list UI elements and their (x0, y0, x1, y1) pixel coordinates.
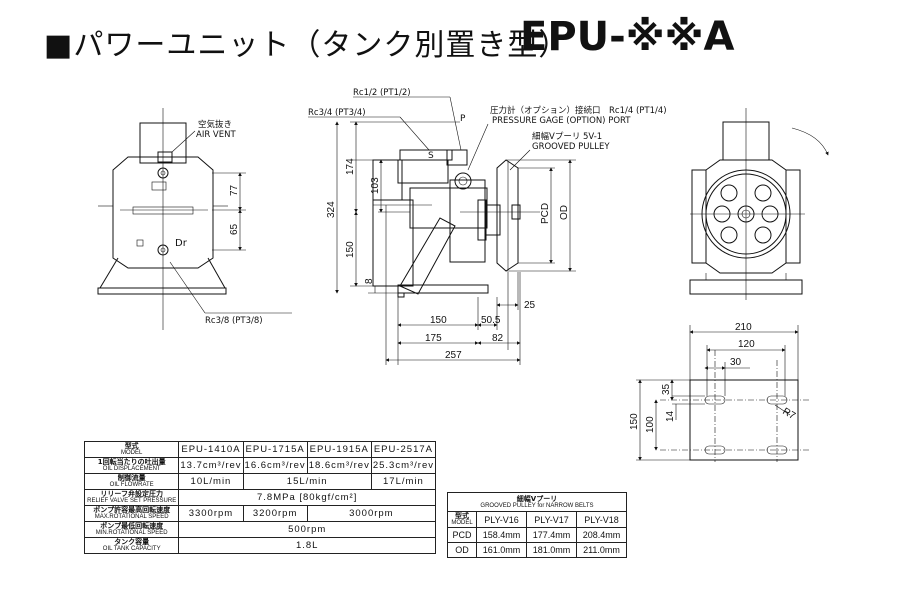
spec-row-displacement: 1回転当たりの吐出量 OIL DISPLACEMENT 13.7cm³/rev … (83, 457, 437, 474)
dim-8: 8 (364, 278, 375, 284)
r7-label: R7 (781, 406, 798, 422)
dim-150h: 150 (430, 315, 447, 326)
dim-324: 324 (326, 201, 337, 218)
value-cell: 13.7cm³/rev (178, 457, 244, 474)
spec-row-min-speed: ポンプ最低回転速度 MIN.ROTATIONAL SPEED 500rpm (83, 521, 436, 538)
dim-od: OD (559, 205, 570, 220)
dim-174: 174 (345, 158, 356, 175)
row-label: タンク容量 OIL TANK CAPACITY (83, 537, 180, 554)
dim-pcd: PCD (540, 203, 551, 224)
rear-view (689, 108, 829, 300)
dr-label: Dr (175, 238, 188, 249)
title-block: ■パワーユニット（タンク別置き型） EPU-※※A (44, 14, 904, 64)
pulley-table: 細幅Vプーリ GROOVED PULLEY for NARROW BELTS 型… (447, 492, 627, 558)
pulley-row-od: OD 161.0mm 181.0mm 211.0mm (447, 542, 627, 558)
pulley-model-cell: PLY-V17 (526, 511, 577, 528)
dim-77: 77 (229, 184, 240, 196)
dim-257: 257 (445, 350, 462, 361)
value-cell: 10L/min (178, 473, 244, 490)
pulley-model-label: 型式 MODEL (447, 511, 477, 528)
dim-175: 175 (425, 333, 442, 344)
row-label: 1回転当たりの吐出量 OIL DISPLACEMENT (83, 457, 180, 474)
page-title: ■パワーユニット（タンク別置き型） (44, 28, 570, 63)
value-cell: 16.6cm³/rev (242, 457, 308, 474)
spec-row-flowrate: 制御流量 OIL FLOWRATE 10L/min 15L/min 17L/mi… (83, 473, 437, 490)
dim-65: 65 (229, 223, 240, 235)
spec-table: 型式 MODEL EPU-1410A EPU-1715A EPU-1915A E… (83, 441, 437, 554)
value-cell: 7.8MPa [80kgf/cm²] (178, 489, 436, 506)
dim-30: 30 (730, 357, 742, 368)
base-plate-view: 210 120 30 R7 150 100 35 14 (629, 322, 810, 462)
pulley-value-cell: 181.0mm (526, 542, 577, 558)
pulley-row-label: PCD (447, 527, 477, 543)
dim-14: 14 (665, 410, 676, 422)
model-cell: EPU-1715A (242, 441, 308, 458)
front-view: Dr 空気抜き AIR VENT 77 65 Rc3/8 (PT3/8) (97, 108, 292, 330)
label-p: P (460, 114, 466, 124)
row-label: 制御流量 OIL FLOWRATE (83, 473, 180, 490)
model-cell: EPU-1410A (178, 441, 244, 458)
spec-row-tank-capacity: タンク容量 OIL TANK CAPACITY 1.8L (83, 537, 436, 554)
dim-50-5: 50.5 (481, 315, 501, 326)
dim-210: 210 (735, 322, 752, 333)
dim-35: 35 (661, 383, 672, 395)
pulley-model-row: 型式 MODEL PLY-V16 PLY-V17 PLY-V18 (447, 511, 627, 528)
pulley-title-cell: 細幅Vプーリ GROOVED PULLEY for NARROW BELTS (447, 492, 627, 512)
gauge-port-jp: 圧力計（オプション）接続口 Rc1/4 (PT1/4) (490, 105, 667, 116)
spec-row-max-speed: ポンプ許容最高回転速度 MAX.ROTATIONAL SPEED 3300rpm… (83, 505, 437, 522)
port-s-label: Rc3/4 (PT3/4) (308, 108, 366, 118)
spec-row-relief-pressure: リリーフ弁設定圧力 RELIEF VALVE SET PRESSURE 7.8M… (83, 489, 436, 506)
row-label: ポンプ最低回転速度 MIN.ROTATIONAL SPEED (83, 521, 180, 538)
model-header-cell: 型式 MODEL (83, 441, 180, 458)
pulley-value-cell: 158.4mm (476, 527, 527, 543)
model-cell: EPU-2517A (370, 441, 437, 458)
label-s: S (428, 151, 434, 161)
pulley-label-jp: 細幅Vプーリ 5V-1 (532, 131, 602, 142)
value-cell: 3200rpm (242, 505, 308, 522)
value-cell: 25.3cm³/rev (370, 457, 437, 474)
value-cell: 3300rpm (178, 505, 244, 522)
pulley-row-pcd: PCD 158.4mm 177.4mm 208.4mm (447, 527, 627, 543)
value-cell: 1.8L (178, 537, 436, 554)
pulley-label-en: GROOVED PULLEY (532, 142, 610, 152)
port-p-label: Rc1/2 (PT1/2) (353, 88, 411, 98)
pulley-model-cell: PLY-V18 (576, 511, 627, 528)
value-cell: 500rpm (178, 521, 436, 538)
dim-82: 82 (492, 333, 504, 344)
pulley-row-label: OD (447, 542, 477, 558)
model-cell: EPU-1915A (306, 441, 372, 458)
pulley-model-cell: PLY-V16 (476, 511, 527, 528)
gauge-port-en: PRESSURE GAGE (OPTION) PORT (492, 116, 631, 126)
air-vent-en: AIR VENT (196, 130, 236, 140)
pulley-value-cell: 177.4mm (526, 527, 577, 543)
dim-25: 25 (524, 300, 536, 311)
pulley-value-cell: 161.0mm (476, 542, 527, 558)
spec-table-header-row: 型式 MODEL EPU-1410A EPU-1715A EPU-1915A E… (83, 441, 437, 458)
row-label: リリーフ弁設定圧力 RELIEF VALVE SET PRESSURE (83, 489, 180, 506)
value-cell: 18.6cm³/rev (306, 457, 372, 474)
pulley-title-row: 細幅Vプーリ GROOVED PULLEY for NARROW BELTS (447, 492, 627, 512)
dim-100: 100 (645, 416, 656, 433)
pulley-value-cell: 211.0mm (576, 542, 627, 558)
value-cell: 15L/min (242, 473, 372, 490)
dim-150-base: 150 (629, 413, 640, 430)
model-code: EPU-※※A (520, 14, 735, 60)
air-vent-jp: 空気抜き (198, 119, 232, 130)
dim-150v: 150 (345, 241, 356, 258)
side-view: Rc1/2 (PT1/2) Rc3/4 (PT3/4) S P 圧力計（オプショ… (308, 88, 667, 365)
value-cell: 17L/min (370, 473, 437, 490)
dim-120: 120 (738, 339, 755, 350)
dim-103: 103 (370, 177, 381, 194)
drain-port-label: Rc3/8 (PT3/8) (205, 316, 263, 326)
row-label: ポンプ許容最高回転速度 MAX.ROTATIONAL SPEED (83, 505, 180, 522)
pulley-value-cell: 208.4mm (576, 527, 627, 543)
value-cell: 3000rpm (306, 505, 437, 522)
